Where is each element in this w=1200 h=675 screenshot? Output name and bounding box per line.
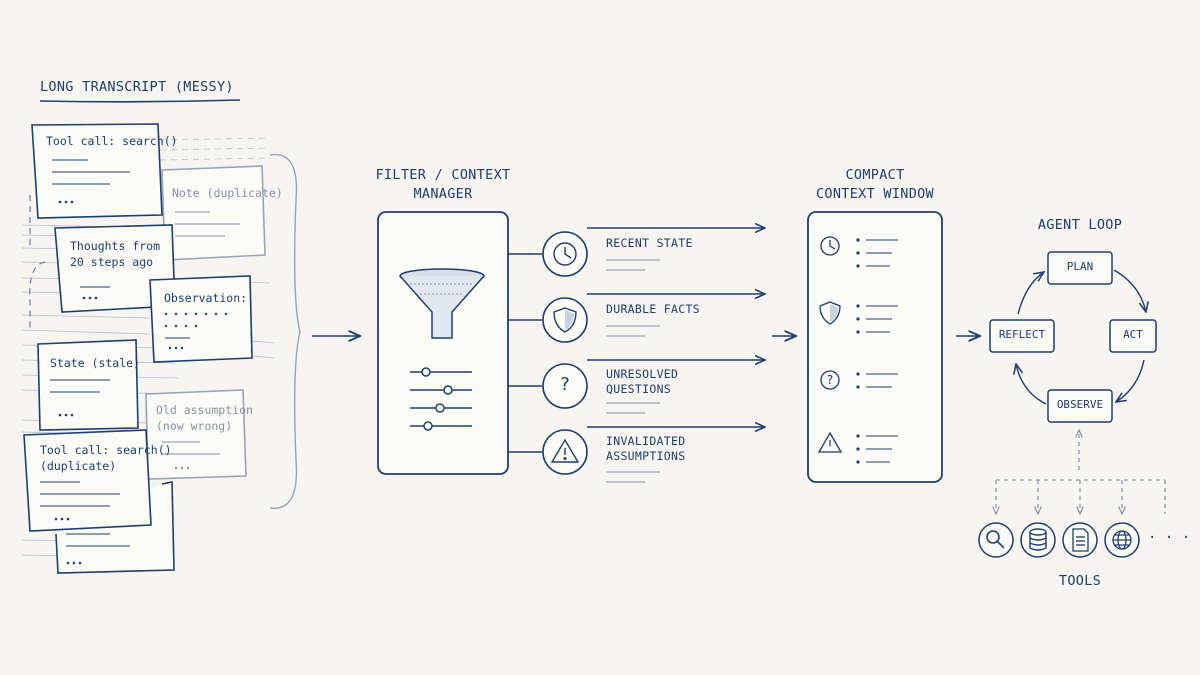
title-underline: [39, 99, 241, 103]
card-state-stale: State (stale): [50, 356, 141, 370]
funnel-icon: [399, 268, 485, 339]
card-dots: [54, 200, 228, 565]
tools-connectors: [996, 430, 1166, 514]
document-icon: [1072, 528, 1089, 552]
loop-step-observe: OBSERVE: [1056, 398, 1104, 411]
card-tool-call-search: Tool call: search(): [46, 134, 178, 148]
agent-loop-boxes: [989, 251, 1157, 423]
filter-connectors: [508, 253, 542, 453]
compact-title: COMPACT CONTEXT WINDOW: [816, 167, 934, 202]
card-filler-lines-faded: [162, 211, 240, 455]
compact-question-glyph: ?: [826, 373, 834, 387]
question-icon: ?: [560, 374, 570, 395]
compact-question-icon: [820, 370, 840, 390]
transcript-brace: [269, 153, 301, 509]
transcript-title: LONG TRANSCRIPT (MESSY): [40, 79, 234, 95]
category-filler-lines: [606, 259, 660, 483]
compact-shield-icon: [819, 301, 841, 325]
filter-box: [377, 211, 509, 475]
database-icon: [1029, 528, 1047, 551]
compact-window-box: [807, 211, 943, 483]
loop-step-act: ACT: [1123, 328, 1143, 341]
card-thoughts: Thoughts from 20 steps ago: [70, 239, 161, 269]
clock-icon: [553, 242, 577, 266]
filter-title: FILTER / CONTEXT MANAGER: [375, 167, 511, 202]
card-observation: Observation:: [164, 291, 248, 305]
label-durable-facts: DURABLE FACTS: [606, 302, 700, 316]
tools-more: · · ·: [1148, 530, 1191, 546]
globe-icon: [1112, 530, 1132, 550]
agent-loop-arrows: [1016, 269, 1146, 405]
card-old-assumption: Old assumption (now wrong): [156, 403, 253, 433]
compact-bullets: [856, 238, 898, 464]
category-circles: [542, 231, 588, 475]
compact-warning-icon: [817, 431, 843, 453]
shield-icon: [553, 307, 577, 333]
warning-icon: [550, 438, 580, 463]
loop-step-reflect: REFLECT: [998, 328, 1046, 341]
label-invalidated-assumptions: INVALIDATED ASSUMPTIONS: [606, 434, 686, 463]
label-recent-state: RECENT STATE: [606, 236, 693, 250]
card-note-duplicate: Note (duplicate): [172, 186, 283, 200]
card-filler-lines: [40, 159, 190, 547]
sliders-icon: [410, 367, 472, 431]
loop-step-plan: PLAN: [1066, 260, 1094, 273]
tools-title: TOOLS: [1058, 573, 1102, 589]
dashed-connector: [29, 195, 46, 330]
agent-loop-title: AGENT LOOP: [1037, 217, 1123, 233]
search-icon: [986, 530, 1005, 549]
compact-clock-icon: [820, 236, 840, 256]
label-unresolved-questions: UNRESOLVED QUESTIONS: [606, 367, 679, 396]
category-arrows: [587, 228, 765, 427]
card-tool-call-duplicate: Tool call: search() (duplicate): [40, 443, 172, 473]
